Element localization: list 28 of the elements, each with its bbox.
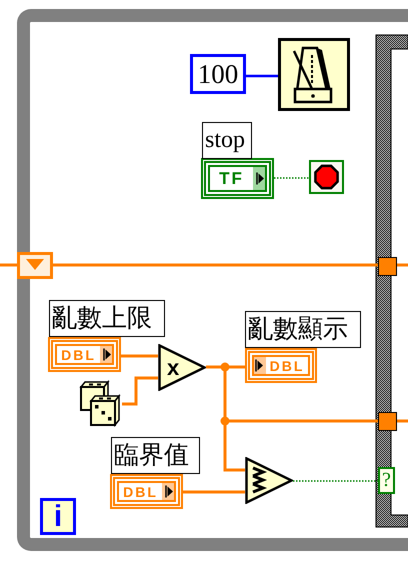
metronome-icon: [278, 38, 350, 111]
terminal-label: 亂數上限: [49, 300, 165, 337]
wire: [293, 480, 378, 482]
wire: [274, 177, 309, 179]
numeric-terminal: [48, 337, 121, 372]
terminal-label: 亂數顯示: [245, 311, 361, 348]
wire: [397, 420, 408, 422]
comparator-icon: [245, 457, 293, 504]
wire: [121, 354, 158, 358]
boolean-terminal: [201, 158, 274, 199]
terminal-label: stop: [202, 122, 252, 159]
dice-icon: [79, 379, 122, 427]
wire: [0, 264, 17, 266]
iteration-terminal: i: [40, 498, 76, 535]
numeric-constant: 100: [190, 54, 246, 94]
numeric-terminal: [110, 474, 183, 509]
numeric-terminal: [245, 348, 317, 383]
tunnel-icon: [378, 257, 397, 276]
wire: [53, 264, 378, 266]
wire: [183, 490, 245, 494]
stop-sign-icon: [309, 160, 344, 194]
terminal-label: 臨界值: [111, 437, 200, 474]
wire: [122, 376, 158, 406]
wire: [246, 74, 278, 78]
condition-terminal: ?: [378, 467, 395, 494]
multiply-triangle: x: [158, 344, 206, 391]
tunnel-icon: [378, 412, 397, 431]
wire: [397, 264, 408, 266]
